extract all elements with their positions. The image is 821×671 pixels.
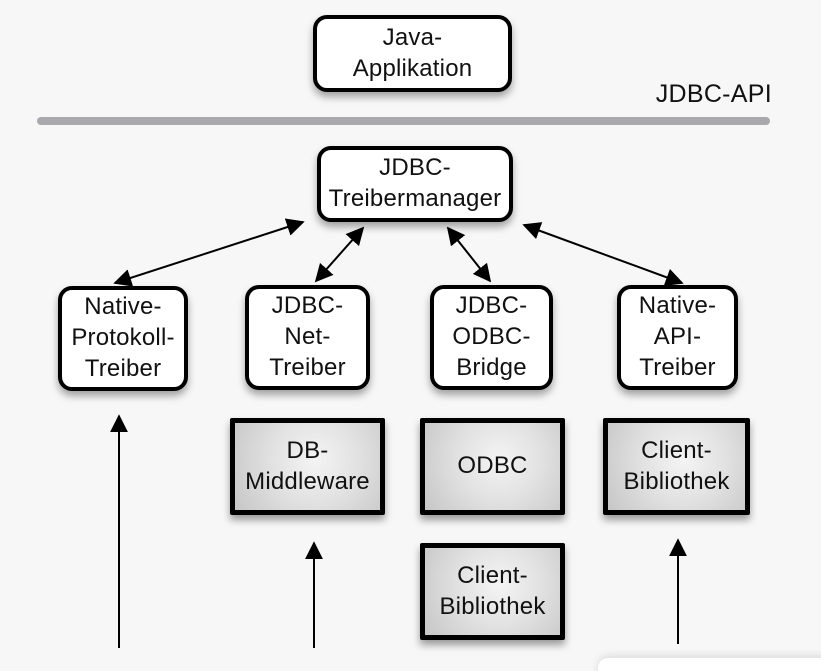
client-bibliothek-right-box: Client- Bibliothek	[603, 418, 750, 515]
db-middleware-box: DB- Middleware	[230, 418, 385, 515]
native-protokoll-treiber-box: Native- Protokoll- Treiber	[58, 286, 188, 391]
native-api-treiber-box: Native- API- Treiber	[617, 285, 738, 390]
arrow-treibermanager-jdbc-net	[314, 226, 365, 283]
arrow-treibermanager-native-api	[522, 222, 684, 286]
arrow-treibermanager-native-protokoll	[113, 218, 305, 287]
odbc-box: ODBC	[420, 418, 565, 515]
java-application-box: Java- Applikation	[313, 15, 512, 92]
jdbc-api-divider-line	[37, 117, 770, 125]
cropped-bottom-box	[598, 658, 821, 671]
jdbc-api-label: JDBC-API	[655, 80, 772, 108]
client-bibliothek-middle-box: Client- Bibliothek	[420, 543, 565, 640]
arrow-treibermanager-jdbc-odbc	[446, 226, 492, 283]
jdbc-treibermanager-box: JDBC- Treibermanager	[317, 146, 513, 222]
jdbc-odbc-bridge-box: JDBC- ODBC- Bridge	[430, 285, 553, 390]
jdbc-net-treiber-box: JDBC- Net- Treiber	[245, 285, 370, 390]
